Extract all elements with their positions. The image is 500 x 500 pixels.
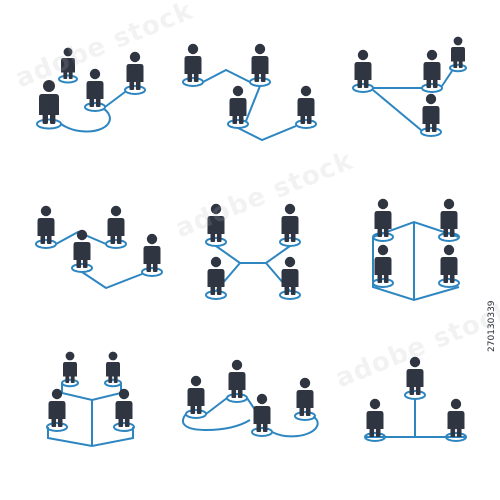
person-icon [187,375,205,414]
person-icon [106,351,120,383]
person-icon [374,244,392,283]
person-icon [297,85,315,124]
person-icon [354,49,372,88]
person-icon [422,93,440,132]
person-icon [184,43,202,82]
network-icon-branch [352,36,467,137]
person-icon [228,359,246,398]
person-icon [281,256,299,295]
person-icon [366,398,384,437]
person-icon [207,256,225,295]
network-icon-hierarchy [46,351,135,448]
person-icon [423,49,441,88]
person-icon [281,203,299,242]
person-icon [86,68,104,107]
person-icon [63,351,77,383]
stock-image-id: 270130339 [487,300,497,352]
person-icon [451,36,465,68]
network-icon-groups [181,359,319,438]
person-icon [229,85,247,124]
person-icon [48,388,66,427]
person-icon [107,205,125,244]
person-icon [253,393,271,432]
network-icon-hub [205,203,301,300]
network-icon-cluster-loop [36,47,146,133]
person-icon [126,51,144,90]
person-icon [440,244,458,283]
network-icon-grid [372,198,460,302]
network-icon-zigzag-chain-2 [35,205,163,290]
person-icon [447,398,465,437]
person-icon [37,205,55,244]
person-icon [296,377,314,416]
network-icon-zigzag-chain [182,43,317,142]
network-icon-tree [364,356,467,442]
person-icon [143,233,161,272]
person-icon [251,43,269,82]
person-icon [39,80,59,124]
